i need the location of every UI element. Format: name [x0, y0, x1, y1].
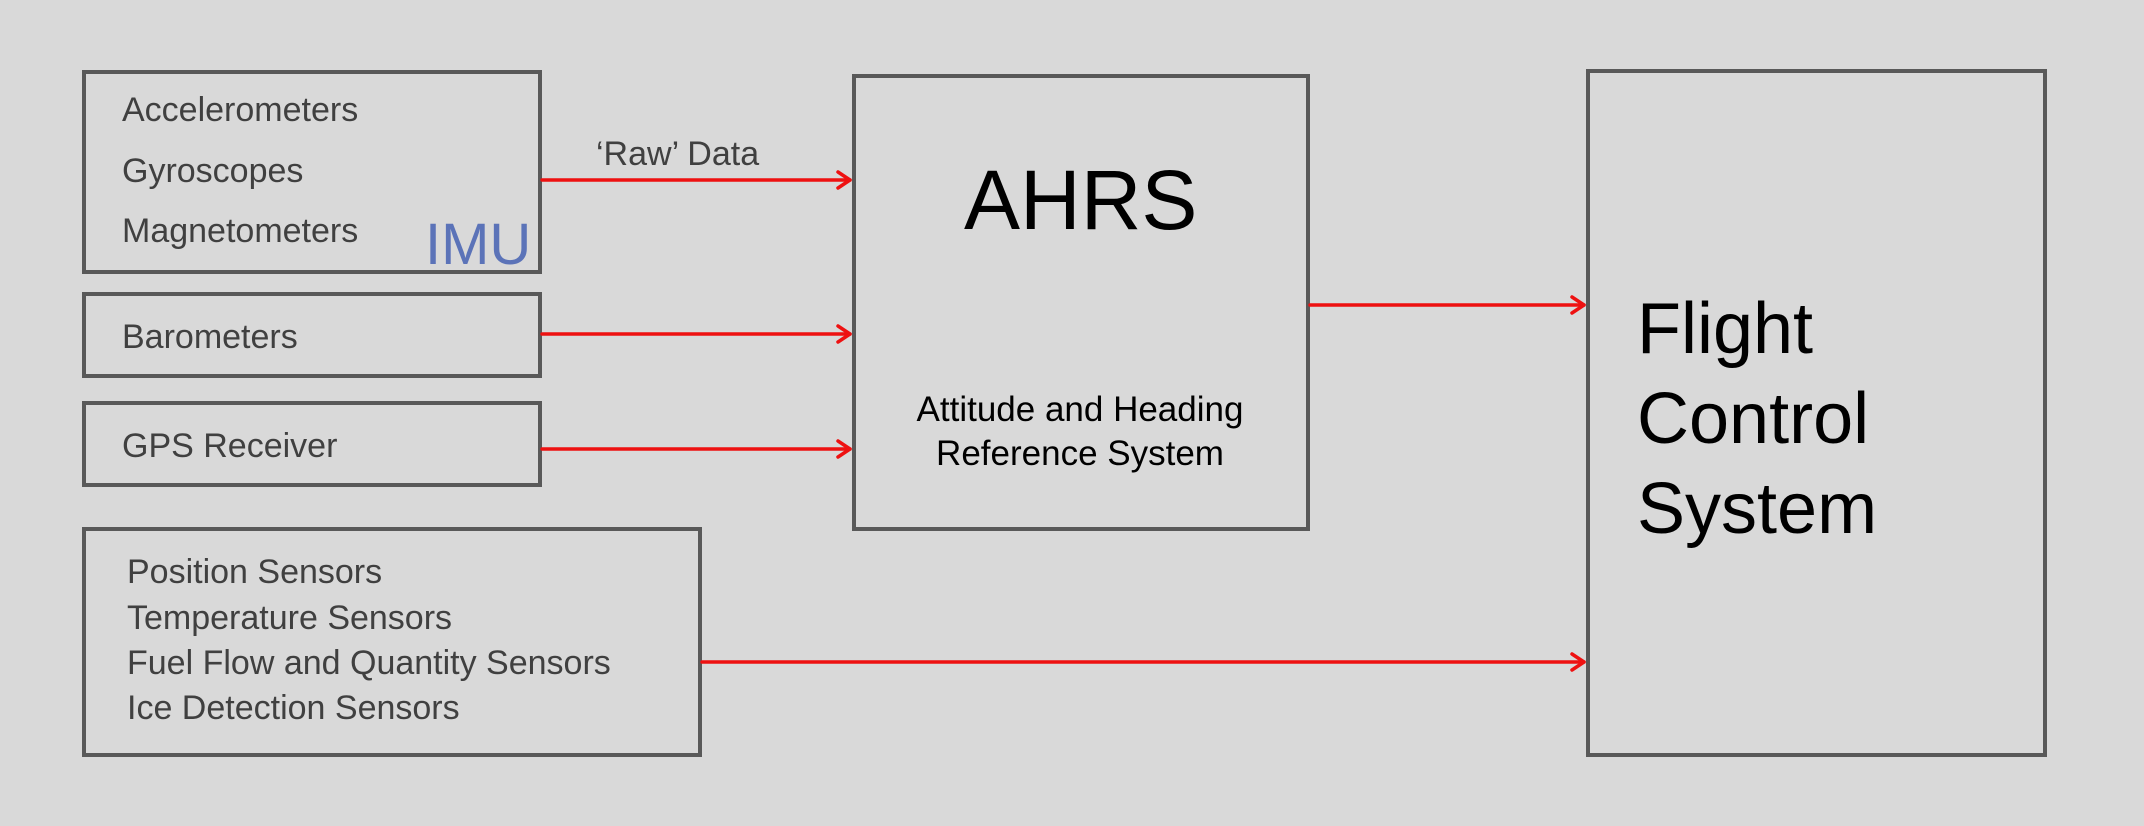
gps-box — [82, 401, 542, 487]
raw-data-label: ‘Raw’ Data — [596, 135, 760, 173]
sensor-item-temperature: Temperature Sensors — [127, 599, 453, 637]
barometer-label: Barometers — [122, 318, 298, 356]
imu-box — [82, 70, 542, 274]
fcs-line-system: System — [1637, 469, 1878, 549]
imu-item-accelerometers: Accelerometers — [122, 91, 359, 129]
imu-item-magnetometers: Magnetometers — [122, 212, 359, 250]
imu-tag: IMU — [425, 212, 532, 277]
sensor-item-ice-detection: Ice Detection Sensors — [127, 689, 460, 727]
imu-item-gyroscopes: Gyroscopes — [122, 152, 304, 190]
arrow-gps-to-ahrs — [540, 439, 852, 459]
ahrs-subtitle: Attitude and Heading Reference System — [852, 388, 1308, 476]
barometer-box — [82, 292, 542, 378]
fcs-line-control: Control — [1637, 379, 1870, 459]
sensor-item-fuel-flow: Fuel Flow and Quantity Sensors — [127, 644, 611, 682]
other-sensors-box — [82, 527, 702, 757]
fcs-line-flight: Flight — [1637, 289, 1814, 369]
arrow-imu-to-ahrs — [540, 170, 852, 190]
flight-control-system-box — [1586, 69, 2047, 757]
ahrs-title: AHRS — [964, 153, 1198, 247]
ahrs-subtitle-line-1: Attitude and Heading — [916, 390, 1244, 429]
sensor-item-position: Position Sensors — [127, 553, 383, 591]
arrow-barometer-to-ahrs — [540, 324, 852, 344]
arrow-sensors-to-fcs — [700, 652, 1586, 672]
ahrs-subtitle-line-2: Reference System — [936, 434, 1224, 473]
gps-label: GPS Receiver — [122, 427, 338, 465]
arrow-ahrs-to-fcs — [1308, 295, 1586, 315]
ahrs-box — [852, 74, 1310, 531]
